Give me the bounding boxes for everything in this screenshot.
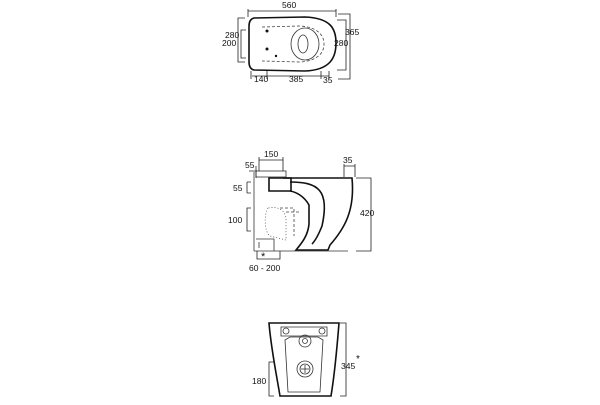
dim-line-width xyxy=(247,9,337,17)
side-view-bowl-profile xyxy=(283,177,354,251)
dim-line-left-outer xyxy=(237,17,245,63)
dim-depth-label: 365 xyxy=(345,27,359,37)
rear-view-recess xyxy=(284,336,324,393)
dim-line-right-outer xyxy=(338,13,351,80)
dim-55-mid-label: 55 xyxy=(233,183,243,193)
dim-line-left-inner xyxy=(240,29,246,59)
dim-left-outer-label: 280 xyxy=(225,30,239,40)
dim-line-420 xyxy=(356,177,372,252)
dim-35-label: 35 xyxy=(343,155,353,165)
rear-view: 345 * 180 xyxy=(252,322,360,397)
top-view-fixing-hole-2 xyxy=(265,47,269,51)
side-view-pipe-top xyxy=(255,170,287,178)
dim-line-60-200 xyxy=(256,251,281,260)
dim-bottom-b-label: 385 xyxy=(289,74,303,84)
dim-345-star: * xyxy=(356,354,360,365)
side-view-inlet xyxy=(268,177,292,192)
dim-line-55-mid xyxy=(246,181,251,194)
rear-view-top-panel xyxy=(280,326,328,337)
dim-line-180 xyxy=(268,361,274,397)
dim-line-150 xyxy=(258,157,284,171)
dim-420-label: 420 xyxy=(360,208,374,218)
rear-view-outlet-ring xyxy=(296,360,314,378)
rear-view-outline xyxy=(268,322,340,397)
dim-right-inner-label: 280 xyxy=(334,38,348,48)
dim-star-label: * xyxy=(261,251,266,263)
dim-line-100 xyxy=(246,207,251,232)
rear-view-outlet-core xyxy=(299,363,311,375)
side-view-inner-bowl xyxy=(289,181,326,245)
dim-60-200-label: 60 - 200 xyxy=(249,263,280,273)
dim-bottom-c-label: 35 xyxy=(323,75,333,85)
dim-line-right-inner xyxy=(337,19,347,71)
top-view: 560 280 200 365 280 140 385 35 xyxy=(222,0,359,85)
top-view-outlet xyxy=(297,34,309,54)
dim-100-label: 100 xyxy=(228,215,242,225)
top-view-fixing-hole-3 xyxy=(274,54,278,58)
dim-345-label: 345 xyxy=(341,361,355,371)
dim-line-55-top xyxy=(249,166,257,178)
dim-55-top-label: 55 xyxy=(245,160,255,170)
side-view-outlet-pipe xyxy=(256,238,275,251)
side-view-dashed-pipe xyxy=(280,207,300,236)
side-view: 150 55 35 55 100 420 * 60 - 200 xyxy=(228,149,374,273)
side-view-trap-dotted xyxy=(264,207,287,241)
top-view-fixing-hole-1 xyxy=(265,29,269,33)
top-view-seat-dashed xyxy=(261,25,325,63)
rear-view-inlet-core xyxy=(302,338,308,344)
dim-left-inner-label: 200 xyxy=(222,38,236,48)
rear-view-inlet-ring xyxy=(298,334,312,348)
dim-180-label: 180 xyxy=(252,376,266,386)
dim-line-bottom xyxy=(250,71,330,79)
dim-line-35 xyxy=(343,164,356,177)
top-view-inner-ring xyxy=(290,27,320,61)
dim-line-345 xyxy=(340,322,347,397)
rear-view-hole-right xyxy=(318,327,326,335)
dim-bottom-a-label: 140 xyxy=(254,74,268,84)
dim-width-label: 560 xyxy=(282,0,296,10)
dim-150-label: 150 xyxy=(264,149,278,159)
top-view-bowl-outline xyxy=(248,16,337,72)
rear-view-hole-left xyxy=(282,327,290,335)
